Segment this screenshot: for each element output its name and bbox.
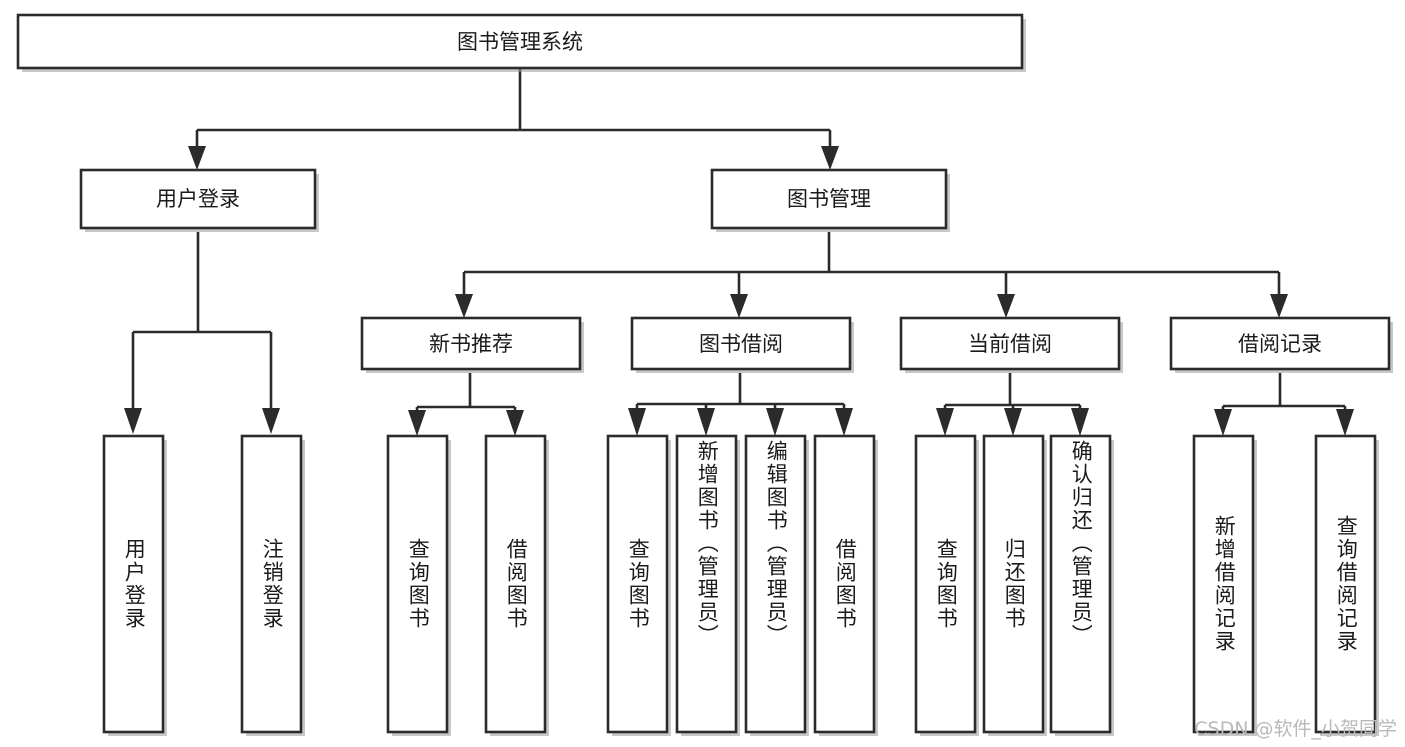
arrow-bb-leaf-4 <box>835 408 853 436</box>
node-user-login[interactable]: 用户登录 <box>79 168 319 232</box>
node-current-borrow[interactable]: 当前借阅 <box>899 316 1123 373</box>
arrow-bm-current-borrow <box>997 294 1015 318</box>
node-rect <box>79 168 317 230</box>
node-rect <box>1192 434 1255 734</box>
node-rect <box>813 434 876 734</box>
node-rect <box>744 434 807 734</box>
node-rect <box>1049 434 1112 734</box>
node-book-management[interactable]: 图书管理 <box>710 168 950 232</box>
node-rect <box>899 316 1121 371</box>
node-new-book-recommend[interactable]: 新书推荐 <box>360 316 584 373</box>
arrow-bm-book-borrow <box>730 294 748 318</box>
node-rect <box>710 168 948 230</box>
node-leaf-query-book-1[interactable] <box>386 434 451 736</box>
node-rect <box>360 316 582 371</box>
node-rect <box>982 434 1045 734</box>
node-user-login-label: 用户登录 <box>156 187 240 211</box>
node-rect <box>1314 434 1377 734</box>
arrow-new-book-leaf-1 <box>408 410 426 436</box>
arrow-cb-leaf-2 <box>1004 408 1022 436</box>
node-rect <box>240 434 303 734</box>
arrow-new-book-leaf-2 <box>506 410 524 436</box>
node-title-label: 图书管理系统 <box>457 30 583 54</box>
node-title-box[interactable]: 图书管理系统 <box>16 13 1026 72</box>
node-leaf-logout-login[interactable] <box>240 434 305 736</box>
arrow-root-to-book-management <box>821 146 839 170</box>
node-borrow-record[interactable]: 借阅记录 <box>1169 316 1393 373</box>
node-leaf-confirm-return[interactable] <box>1049 434 1114 736</box>
arrow-bb-leaf-1 <box>628 408 646 436</box>
node-book-borrow[interactable]: 图书借阅 <box>630 316 854 373</box>
node-leaf-add-borrow-record[interactable] <box>1192 434 1257 736</box>
arrow-bm-new-book-recommend <box>455 294 473 318</box>
arrow-br-leaf-2 <box>1336 409 1354 436</box>
node-leaf-edit-book[interactable] <box>744 434 809 736</box>
arrow-br-leaf-1 <box>1214 409 1232 436</box>
arrow-bb-leaf-2 <box>697 408 715 436</box>
arrow-bb-leaf-3 <box>766 408 784 436</box>
arrow-user-login-leaf-2 <box>262 408 280 434</box>
node-leaf-borrow-book-2[interactable] <box>813 434 878 736</box>
node-rect <box>1169 316 1391 371</box>
node-rect <box>484 434 547 734</box>
leaf-boxes <box>102 434 1379 736</box>
node-rect <box>675 434 738 734</box>
arrow-cb-leaf-3 <box>1071 408 1089 436</box>
node-leaf-user-login[interactable] <box>102 434 167 736</box>
arrow-user-login-leaf-1 <box>124 408 142 434</box>
arrow-cb-leaf-1 <box>936 408 954 436</box>
node-rect <box>16 13 1024 70</box>
node-rect <box>606 434 669 734</box>
arrow-root-to-user-login <box>188 146 206 170</box>
node-new-book-recommend-label: 新书推荐 <box>429 332 513 356</box>
arrow-bm-borrow-record <box>1270 294 1288 318</box>
node-rect <box>630 316 852 371</box>
node-rect <box>386 434 449 734</box>
node-book-borrow-label: 图书借阅 <box>699 332 783 356</box>
node-leaf-query-book-2[interactable] <box>606 434 671 736</box>
node-borrow-record-label: 借阅记录 <box>1238 332 1322 356</box>
node-leaf-query-book-3[interactable] <box>914 434 979 736</box>
node-rect <box>102 434 165 734</box>
connectors <box>124 69 1354 436</box>
node-leaf-query-borrow-record[interactable] <box>1314 434 1379 736</box>
node-book-management-label: 图书管理 <box>787 187 871 211</box>
node-leaf-add-book[interactable] <box>675 434 740 736</box>
node-rect <box>914 434 977 734</box>
node-current-borrow-label: 当前借阅 <box>968 332 1052 356</box>
node-leaf-borrow-book-1[interactable] <box>484 434 549 736</box>
node-leaf-return-book[interactable] <box>982 434 1047 736</box>
